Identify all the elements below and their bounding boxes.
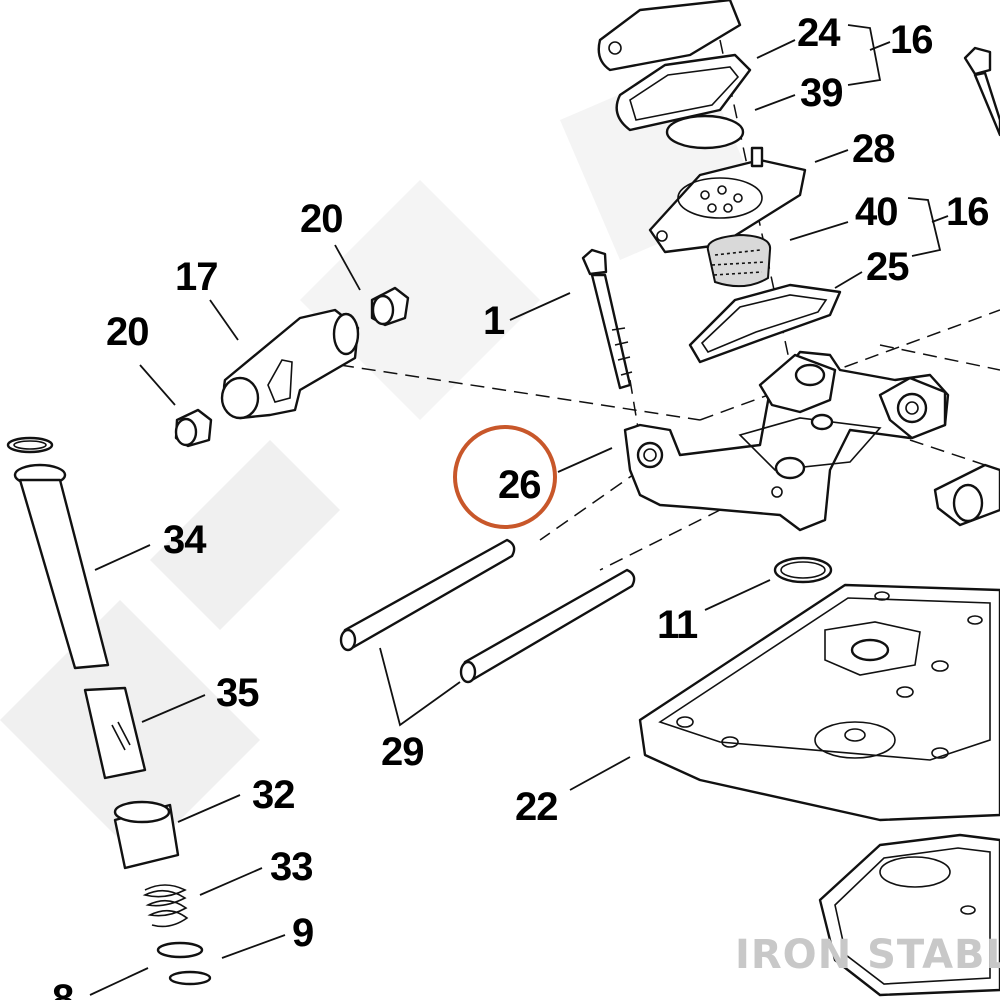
gasket-top bbox=[615, 53, 752, 132]
centerlines bbox=[339, 39, 1000, 741]
bushing-lower bbox=[174, 408, 213, 448]
label-32: 32 bbox=[252, 773, 295, 817]
filter-housing bbox=[648, 146, 807, 254]
label-11: 11 bbox=[657, 603, 698, 647]
label-16-upper: 16 bbox=[890, 18, 933, 62]
part-labels: 24 39 16 28 40 16 25 20 17 20 1 26 34 11… bbox=[52, 11, 990, 1000]
base-plate bbox=[638, 583, 1000, 822]
label-35: 35 bbox=[216, 671, 259, 715]
spring bbox=[142, 884, 189, 928]
label-26: 26 bbox=[498, 463, 541, 507]
filter-disc bbox=[665, 114, 745, 150]
gasket-lower bbox=[688, 283, 842, 364]
brand-watermark: IRON STABLE bbox=[735, 932, 1000, 978]
o-ring-11 bbox=[773, 556, 833, 584]
bottom-gasket bbox=[818, 833, 1000, 997]
label-34: 34 bbox=[163, 518, 207, 562]
cap bbox=[113, 800, 180, 870]
label-39: 39 bbox=[800, 71, 843, 115]
bushing-upper bbox=[370, 286, 410, 327]
label-28: 28 bbox=[852, 127, 895, 171]
label-16-lower: 16 bbox=[946, 190, 989, 234]
highlight-circle bbox=[453, 425, 557, 529]
label-9: 9 bbox=[292, 911, 313, 955]
push-rods bbox=[339, 538, 636, 684]
label-33: 33 bbox=[270, 845, 313, 889]
bolt bbox=[581, 248, 633, 390]
washer-9 bbox=[156, 941, 204, 959]
bolt-right bbox=[963, 46, 1000, 137]
cover-plate bbox=[597, 0, 742, 72]
label-25: 25 bbox=[866, 245, 909, 289]
leader-lines bbox=[89, 24, 949, 996]
rocker-shaft bbox=[220, 308, 360, 420]
push-rod-tube bbox=[6, 436, 147, 780]
label-29: 29 bbox=[381, 730, 424, 774]
rocker-bracket bbox=[623, 350, 950, 532]
label-8: 8 bbox=[52, 977, 74, 1000]
label-17: 17 bbox=[175, 255, 218, 299]
label-20-lower: 20 bbox=[106, 310, 149, 354]
label-24: 24 bbox=[797, 11, 841, 55]
label-40: 40 bbox=[855, 190, 898, 234]
label-1: 1 bbox=[483, 299, 505, 343]
shaft-right bbox=[933, 463, 1000, 527]
o-ring-8 bbox=[168, 970, 212, 986]
filter-element bbox=[706, 233, 772, 288]
label-22: 22 bbox=[515, 785, 558, 829]
label-20-upper: 20 bbox=[300, 197, 343, 241]
